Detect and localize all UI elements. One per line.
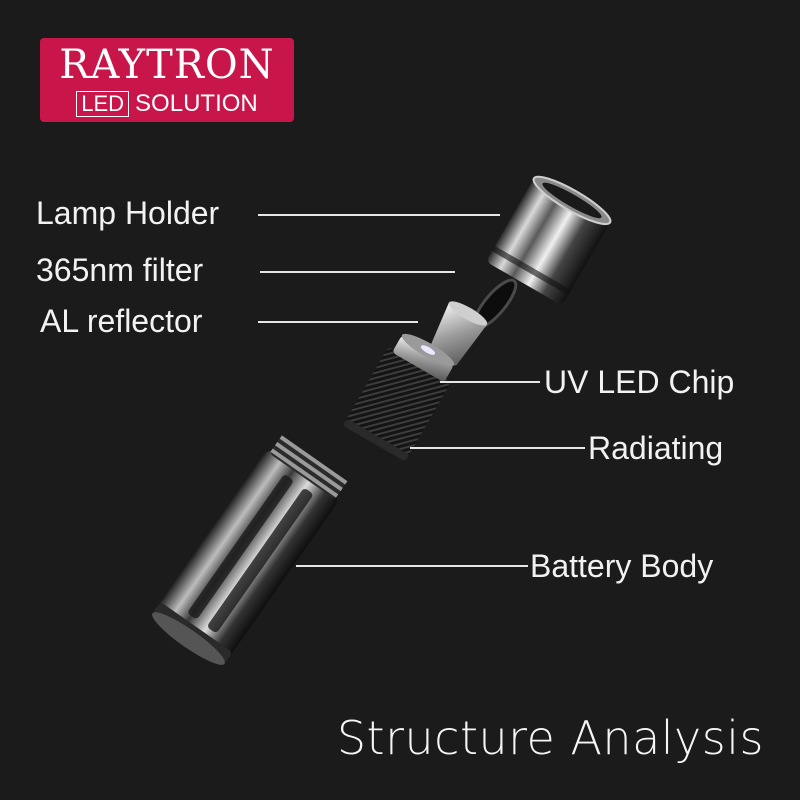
label-reflector: AL reflector xyxy=(40,303,203,339)
brand-badge: LED xyxy=(76,91,130,117)
label-battery-body: Battery Body xyxy=(530,548,714,584)
brand-subline: LED SOLUTION xyxy=(40,90,294,118)
brand-logo: RAYTRON LED SOLUTION xyxy=(40,38,294,122)
caption-title: Structure Analysis xyxy=(336,711,764,765)
label-radiating: Radiating xyxy=(588,430,724,466)
brand-name: RAYTRON xyxy=(59,42,275,88)
battery-body-part xyxy=(152,435,348,665)
label-uv-led-chip: UV LED Chip xyxy=(544,364,735,400)
label-filter: 365nm filter xyxy=(36,252,204,288)
label-lamp-holder: Lamp Holder xyxy=(36,195,220,231)
led-module-part xyxy=(343,333,455,461)
lamp-holder-part xyxy=(488,175,612,304)
brand-tagline: SOLUTION xyxy=(135,90,258,117)
